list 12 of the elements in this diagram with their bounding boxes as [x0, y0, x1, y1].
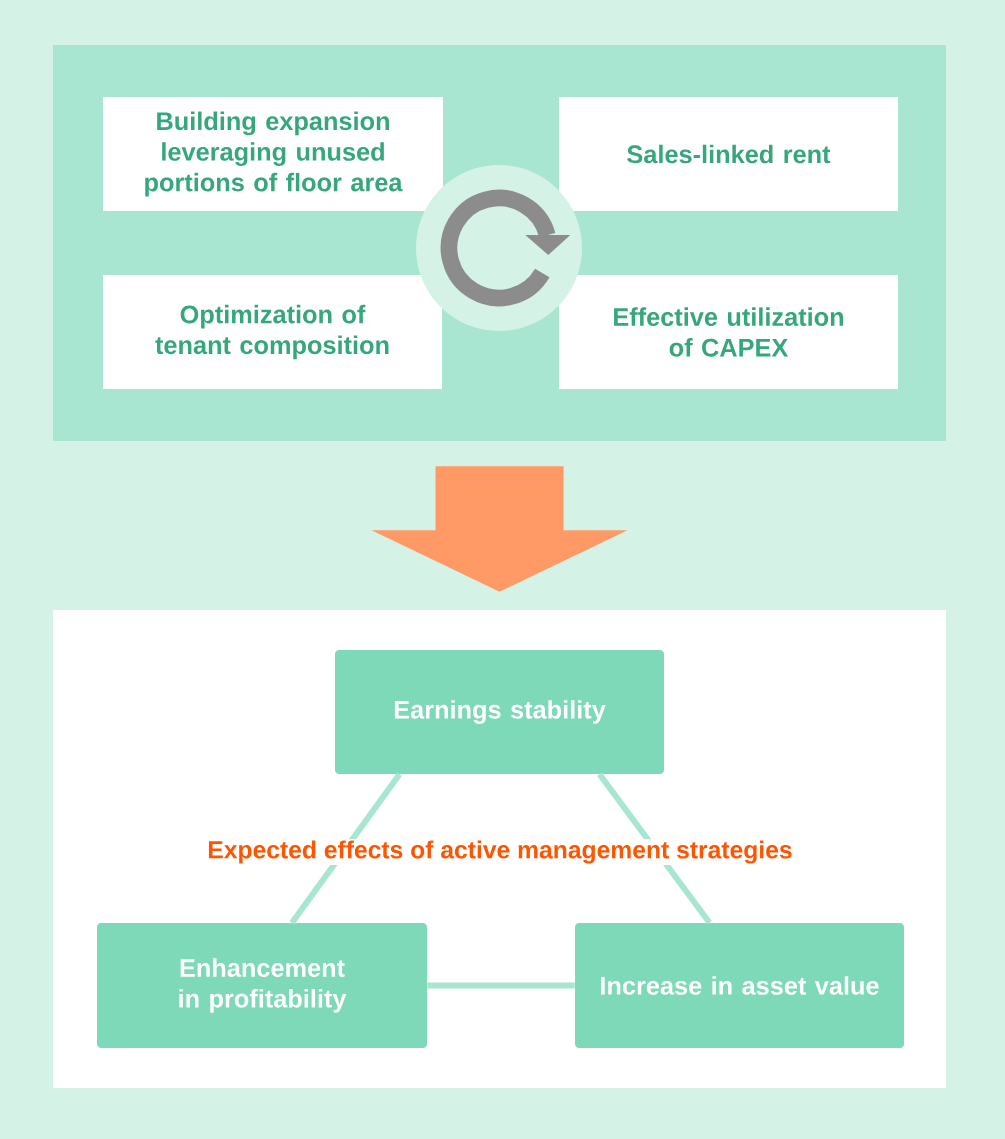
- block-arrow: [371, 466, 628, 592]
- strategy-box: Effective utilization of CAPEX: [559, 275, 898, 389]
- strategy-box: Building expansion leveraging unused portions of floor area: [103, 97, 443, 211]
- strategy-box: Sales-linked rent: [559, 97, 898, 211]
- connector-line: [597, 772, 712, 925]
- strategy-box: Optimization of tenant composition: [103, 275, 442, 389]
- connector-line: [427, 982, 575, 989]
- connector-line: [289, 772, 402, 925]
- result-box: Earnings stability: [335, 650, 664, 774]
- result-box: Enhancement in profitability: [97, 923, 427, 1048]
- result-box: Increase in asset value: [575, 923, 904, 1048]
- center-label: Expected effects of active management strategies: [206, 839, 794, 865]
